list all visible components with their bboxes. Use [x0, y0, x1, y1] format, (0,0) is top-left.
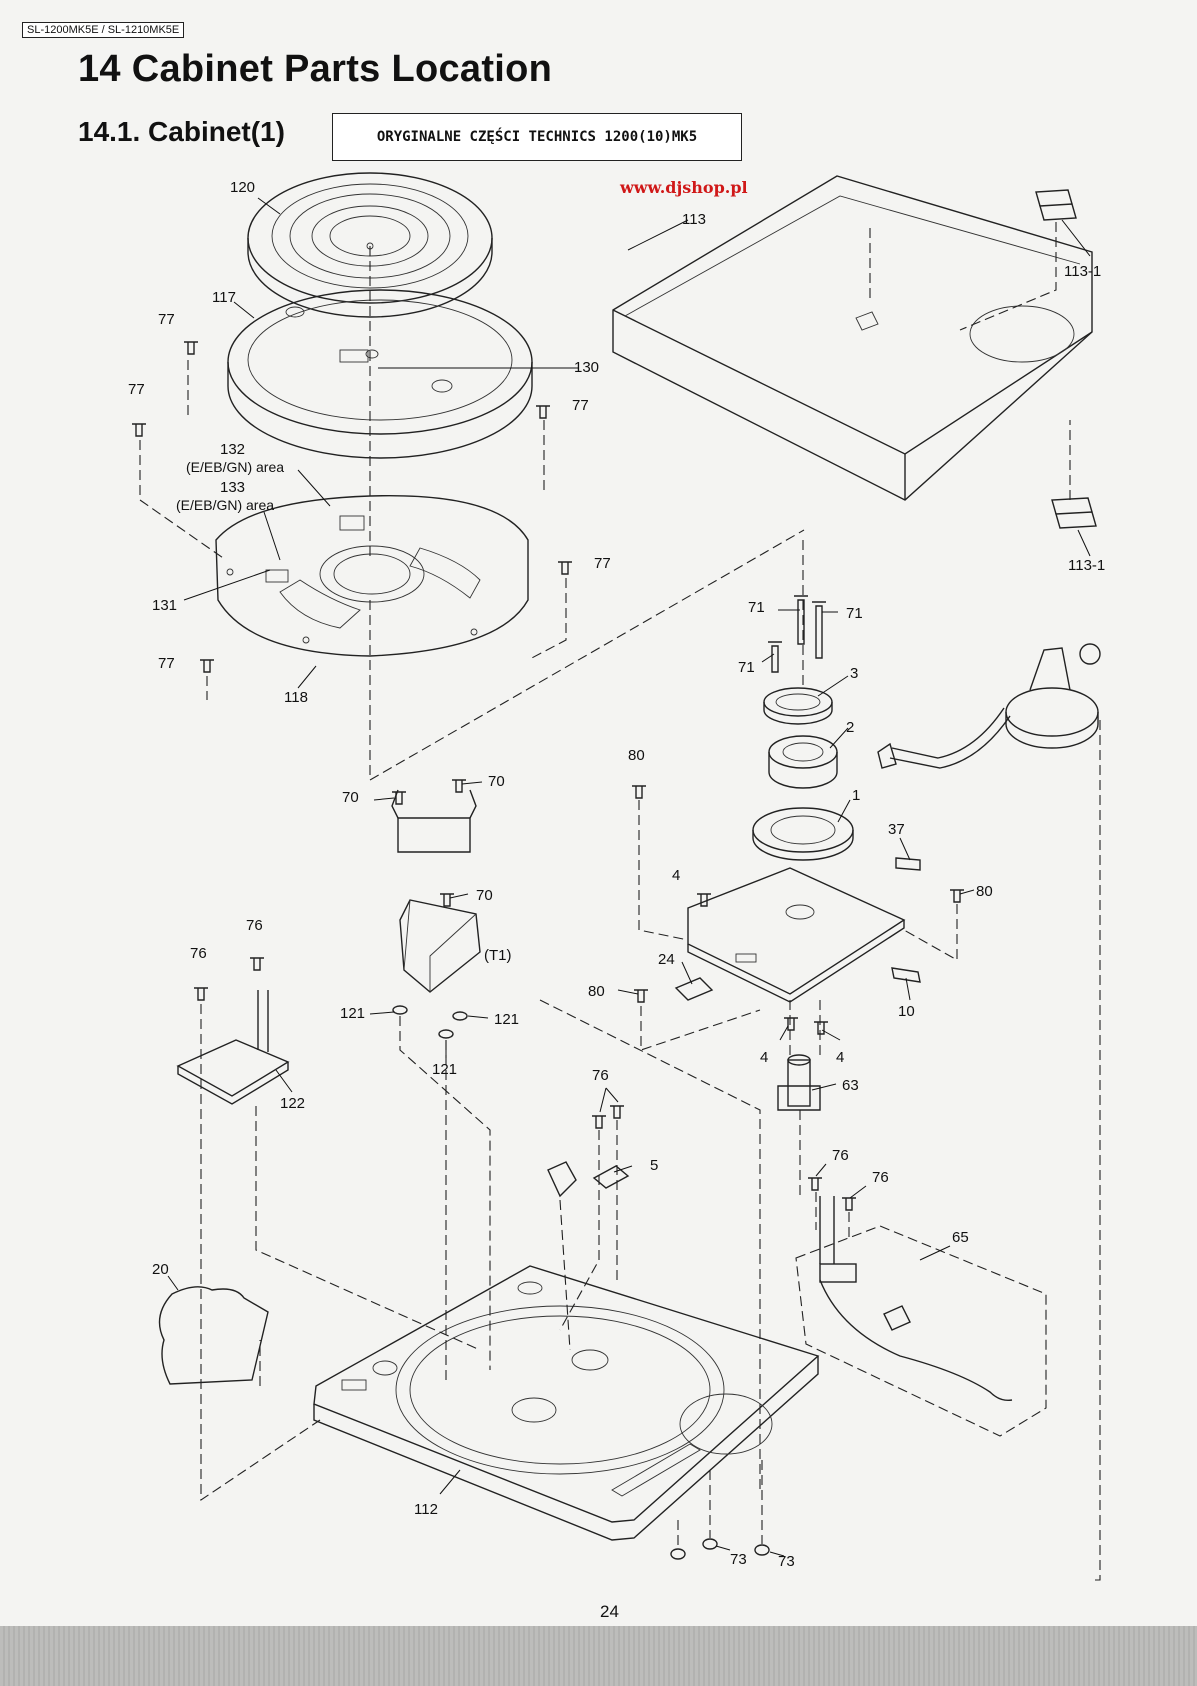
shop-watermark: www.djshop.pl: [620, 178, 748, 197]
label-1: 1: [852, 787, 860, 804]
label-20: 20: [152, 1261, 169, 1278]
section-subtitle: 14.1. Cabinet(1): [78, 116, 285, 147]
cord-clamp-5: [547, 1161, 630, 1198]
label-37: 37: [888, 821, 905, 838]
label-t1: (T1): [484, 947, 512, 964]
label-3: 3: [850, 665, 858, 682]
label-133-note: (E/EB/GN) area: [176, 497, 274, 513]
assembly-guide-lines: [139, 222, 1101, 1581]
connector-10: [891, 967, 921, 983]
label-121-b: 121: [494, 1011, 519, 1028]
label-5: 5: [650, 1157, 658, 1174]
parts-stamp-box: ORYGINALNE CZĘŚCI TECHNICS 1200(10)MK5: [332, 113, 742, 161]
label-70-a: 70: [342, 789, 359, 806]
scan-bottom-band: [0, 1626, 1197, 1686]
model-tag: SL-1200MK5E / SL-1210MK5E: [22, 22, 185, 38]
label-113-1-bottom: 113-1: [1068, 557, 1105, 574]
label-132-note: (E/EB/GN) area: [186, 459, 284, 475]
label-71-c: 71: [738, 659, 755, 676]
stator-1: [752, 807, 854, 861]
grommets-121: [392, 1005, 468, 1039]
cover-ring-3: [763, 687, 833, 725]
label-63: 63: [842, 1077, 859, 1094]
label-131: 131: [152, 597, 177, 614]
platter-117: [227, 289, 533, 459]
label-113: 113: [682, 211, 706, 228]
cover-sheet-20: [158, 1286, 269, 1385]
label-77-d: 77: [594, 555, 611, 572]
label-77-e: 77: [158, 655, 175, 672]
label-122: 122: [280, 1095, 305, 1112]
label-4-b: 4: [760, 1049, 768, 1066]
label-2: 2: [846, 719, 854, 736]
label-76-c: 76: [592, 1067, 609, 1084]
label-117: 117: [212, 289, 236, 306]
label-76-a: 76: [190, 945, 207, 962]
power-cord-65: [795, 1196, 1047, 1437]
pcb-122: [176, 990, 290, 1105]
label-118: 118: [284, 689, 308, 706]
dust-cover-113: [612, 175, 1093, 501]
label-76-e: 76: [872, 1169, 889, 1186]
label-121-a: 121: [340, 1005, 365, 1022]
label-77-a: 77: [158, 311, 175, 328]
label-130: 130: [574, 359, 599, 376]
label-121-c: 121: [432, 1061, 457, 1078]
label-70-c: 70: [476, 887, 493, 904]
label-76-b: 76: [246, 917, 263, 934]
label-80-a: 80: [628, 747, 645, 764]
label-71-a: 71: [748, 599, 765, 616]
label-65: 65: [952, 1229, 969, 1246]
spindle-unit-63: [777, 1054, 821, 1111]
connector-24: [674, 977, 714, 1001]
label-76-d: 76: [832, 1147, 849, 1164]
label-77-c: 77: [572, 397, 589, 414]
label-73-b: 73: [778, 1553, 795, 1570]
hinge-113-1-bottom: [1051, 497, 1097, 529]
label-133: 133: [220, 479, 245, 496]
label-10: 10: [898, 1003, 915, 1020]
label-70-b: 70: [488, 773, 505, 790]
motor-plate: [687, 867, 906, 1003]
insulator-plate-118: [215, 494, 529, 657]
label-132: 132: [220, 441, 245, 458]
tonearm-assembly: [877, 643, 1101, 769]
label-113-1-top: 113-1: [1064, 263, 1101, 280]
label-77-b: 77: [128, 381, 145, 398]
part-labels: 120 117 130 113 113-1 113-1 77 77 77 77 …: [128, 179, 1105, 1570]
label-4-a: 4: [672, 867, 680, 884]
cabinet-base-112: [313, 1265, 820, 1541]
label-71-b: 71: [846, 605, 863, 622]
connector-37: [895, 857, 921, 871]
label-80-c: 80: [588, 983, 605, 1000]
power-transformer-t1: [399, 899, 481, 993]
label-24: 24: [658, 951, 675, 968]
screws: [132, 341, 964, 1211]
label-4-c: 4: [836, 1049, 844, 1066]
page-number: 24: [600, 1602, 619, 1621]
page-title: 14 Cabinet Parts Location: [78, 48, 553, 90]
bracket-70: [391, 789, 477, 853]
label-73-a: 73: [730, 1551, 747, 1568]
rotor-ring-2: [768, 735, 838, 789]
hinge-113-1-top: [1035, 189, 1077, 221]
feet-73: [670, 1538, 770, 1560]
label-120: 120: [230, 179, 255, 196]
label-112: 112: [414, 1501, 438, 1518]
label-80-b: 80: [976, 883, 993, 900]
leader-lines: [167, 197, 1091, 1557]
